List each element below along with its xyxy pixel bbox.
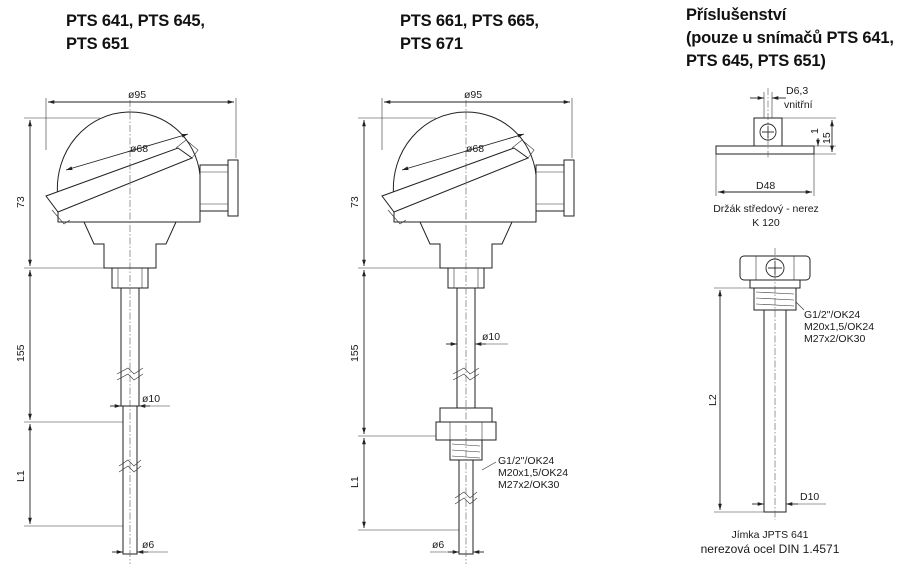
sensor-drawing-middle: ø95 ø68 73 155 L1 ø10 ø6 G1/2"/OK24 M20x… [349,89,575,564]
dim-head-diameter: ø95 [464,89,482,101]
dim-stem-length: 155 [349,344,361,362]
heading-line: PTS 651 [66,35,129,53]
thread-spec: M27x2/OK30 [498,479,559,491]
thread-spec: G1/2"/OK24 [804,309,860,321]
dim-height: 15 [821,132,833,144]
heading-accessories: Příslušenství (pouze u snímačů PTS 641, … [686,4,894,73]
dim-cap-diameter: ø68 [466,143,484,155]
thread-spec: M20x1,5/OK24 [804,321,874,333]
heading-line: PTS 641, PTS 645, [66,12,205,30]
dim-head-diameter: ø95 [128,89,146,101]
thermowell-drawing: G1/2"/OK24 M20x1,5/OK24 M27x2/OK30 L2 D1… [701,248,874,556]
thread-spec: G1/2"/OK24 [498,455,554,467]
dim-l1: L1 [349,476,361,488]
holder-caption: Držák středový - nerez [713,203,819,215]
dim-well-diameter: D10 [800,491,819,503]
holder-drawing: D6,3 vnitřní 1 15 D48 Držák středový - n… [713,85,836,229]
dim-head-height: 73 [15,196,27,208]
dim-stem-diameter: ø10 [482,331,500,343]
dim-tip-diameter: ø6 [432,539,444,551]
heading-line: Příslušenství [686,6,787,24]
dim-well-length: L2 [707,394,719,406]
well-caption: Jímka JPTS 641 [731,529,808,541]
heading-line: (pouze u snímačů PTS 641, [686,29,894,47]
dim-width: D48 [756,180,775,192]
sensor-drawing-left: ø95 ø68 73 155 L1 ø10 ø6 [15,89,239,564]
heading-line: PTS 661, PTS 665, [400,12,539,30]
dim-bore-note: vnitřní [784,99,813,111]
heading-line: PTS 645, PTS 651) [686,52,826,70]
heading-pts-641-645-651: PTS 641, PTS 645, PTS 651 [66,10,205,56]
dim-l1: L1 [15,470,27,482]
dim-stem-diameter: ø10 [142,393,160,405]
well-material: nerezová ocel DIN 1.4571 [701,542,840,556]
heading-line: PTS 671 [400,35,463,53]
dim-stem-length: 155 [15,344,27,362]
dim-cap-diameter: ø68 [130,143,148,155]
heading-pts-661-665-671: PTS 661, PTS 665, PTS 671 [400,10,539,56]
dim-bore: D6,3 [786,85,808,97]
thread-spec: M27x2/OK30 [804,333,865,345]
dim-head-height: 73 [349,196,361,208]
dim-thickness: 1 [809,128,821,134]
dim-tip-diameter: ø6 [142,539,154,551]
thread-spec: M20x1,5/OK24 [498,467,568,479]
holder-caption-code: K 120 [752,217,780,229]
